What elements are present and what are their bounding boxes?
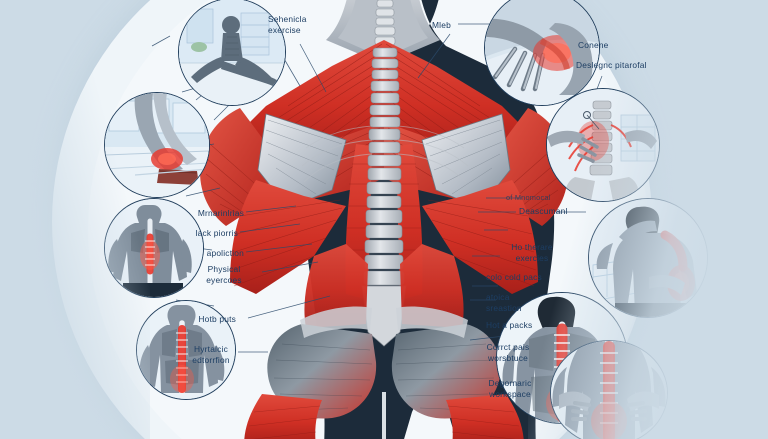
label-left-2: lack piorris	[195, 228, 238, 238]
label-right-5: Hot a packs	[486, 320, 533, 330]
label-right-7: Degornaric workspace	[488, 378, 532, 399]
left-fade-overlay	[0, 0, 150, 439]
inset-seated-stretch-exercise	[178, 0, 286, 106]
label-right-3: colo cold pacs	[486, 272, 542, 282]
label-right-1: Deascumanl	[519, 206, 568, 216]
label-top-left: Sehenicla exercise	[268, 14, 307, 35]
label-top-mid: Mleb	[432, 20, 451, 30]
label-right-6: Corrct pais worsbtuce	[486, 342, 530, 363]
back-anatomy-illustration	[196, 0, 570, 439]
label-top-right-2: Deslegnc pitarofal	[576, 60, 647, 70]
label-left-5: Hotb puts	[198, 314, 236, 324]
label-right-2: Ho therare exercies	[511, 242, 553, 263]
inset-lower-back-pain-standing	[136, 300, 236, 400]
label-left-6: Hyrtalcic edtorrfion	[192, 344, 230, 365]
label-right-4: atoica sreastion	[486, 292, 522, 313]
label-left-1: Mrnarinlrias	[197, 208, 244, 218]
label-left-4: Physical eyercoes	[206, 264, 242, 285]
label-top-right: Conene	[578, 40, 609, 50]
label-left-3: apoliction	[206, 248, 244, 258]
label-right-0: of Mnomocal	[506, 193, 551, 202]
right-fade-overlay	[528, 0, 768, 439]
